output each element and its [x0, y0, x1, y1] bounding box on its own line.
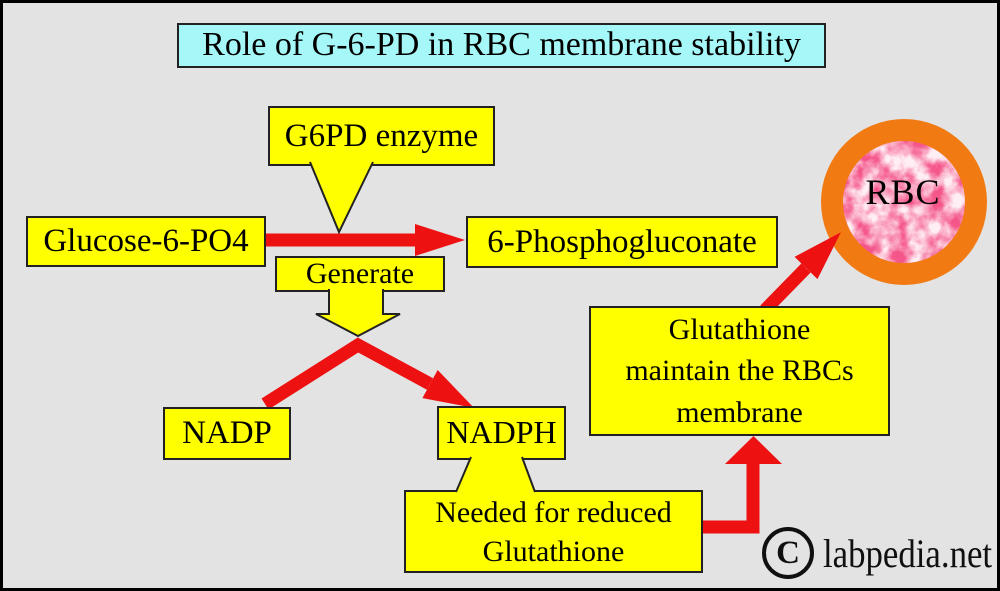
glutathione-line-3: membrane [676, 395, 803, 429]
diagram-title: Role of G-6-PD in RBC membrane stability [177, 23, 826, 68]
arrow-split-nadp-nadph [261, 337, 474, 410]
diagram-title-text: Role of G-6-PD in RBC membrane stability [202, 26, 801, 64]
rbc-label: RBC [865, 172, 940, 212]
node-needed-for-reduced-glutathione: Needed for reduced Glutathione [404, 490, 703, 573]
node-nadph-label: NADPH [446, 414, 557, 451]
copyright-symbol: C [776, 534, 800, 571]
node-nadph: NADPH [437, 406, 566, 460]
copyright-icon: C [762, 527, 814, 579]
node-6-phosphogluconate: 6-Phosphogluconate [466, 216, 778, 268]
node-nadp-label: NADP [182, 415, 272, 452]
node-glucose-6-po4: Glucose-6-PO4 [26, 216, 266, 267]
glutathione-line-1: Glutathione [668, 312, 811, 346]
rbc-texture [843, 141, 965, 263]
node-g6pd-enzyme-label: G6PD enzyme [284, 117, 479, 154]
node-glucose-6-po4-label: Glucose-6-PO4 [43, 223, 249, 260]
node-glutathione-maintains-membrane: Glutathione maintain the RBCs membrane [589, 306, 890, 436]
nadph-tail-left-edge [455, 456, 472, 493]
generate-block-arrow-down-icon [315, 289, 401, 338]
copyright-watermark: C labpedia.net [762, 527, 997, 579]
rbc-cell-illustration: RBC [821, 119, 987, 285]
node-g6pd-enzyme: G6PD enzyme [268, 106, 495, 166]
rbc-membrane-ring [821, 119, 987, 285]
rbc-cytoplasm [843, 141, 965, 263]
nadph-tail-right-edge [521, 456, 536, 493]
needed-line-1: Needed for reduced [435, 495, 672, 529]
g6pd-callout-tail [309, 161, 374, 235]
node-nadp: NADP [163, 407, 291, 460]
node-6-phosphogluconate-label: 6-Phosphogluconate [487, 223, 757, 260]
nadph-callout-tail [456, 456, 535, 494]
glutathione-line-2: maintain the RBCs [625, 354, 854, 388]
arrow-needed-to-glutathione-elbow [703, 462, 760, 534]
node-generate: Generate [275, 256, 445, 292]
arrow-glutathione-to-rbc [760, 232, 841, 315]
arrowhead-up-icon [725, 436, 782, 464]
needed-line-2: Glutathione [482, 534, 625, 568]
watermark-site-name: labpedia.net [823, 530, 993, 576]
node-generate-label: Generate [305, 257, 415, 291]
